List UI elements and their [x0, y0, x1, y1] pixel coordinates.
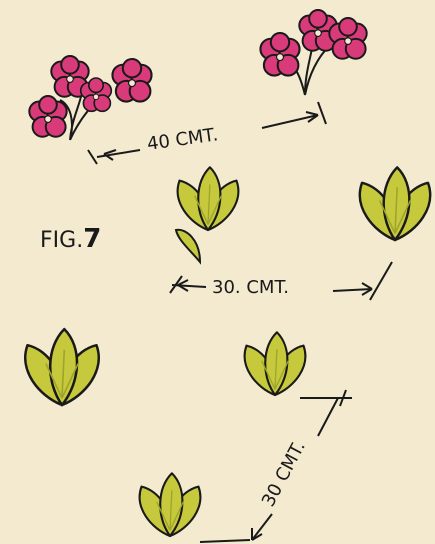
leaf-plant-upper-left: [176, 167, 238, 262]
figure-label-prefix: FIG.: [40, 228, 83, 253]
dimension-label-30cmt-horizontal: 30. CMT.: [212, 277, 289, 298]
leaf-plant-bottom: [140, 473, 201, 536]
figure-label: FIG.7: [40, 224, 101, 254]
svg-text:FIG.7: FIG.7: [40, 224, 101, 254]
flower-plant-right: [260, 10, 366, 95]
dimension-30cmt-horizontal: 30. CMT.: [170, 262, 392, 300]
dimension-30cmt-diagonal: 30 CMT.: [200, 390, 352, 542]
leaf-plant-middle-right: [245, 332, 306, 395]
figure-label-number: 7: [83, 224, 101, 254]
leaf-plant-upper-right: [360, 167, 430, 240]
dimension-label-30cmt-diagonal: 30 CMT.: [258, 438, 310, 511]
dimension-40cmt: 40 CMT.: [88, 102, 326, 164]
flower-plant-left: [29, 56, 151, 140]
leaf-plant-middle-left: [25, 329, 98, 405]
dimension-label-40cmt: 40 CMT.: [146, 124, 220, 155]
